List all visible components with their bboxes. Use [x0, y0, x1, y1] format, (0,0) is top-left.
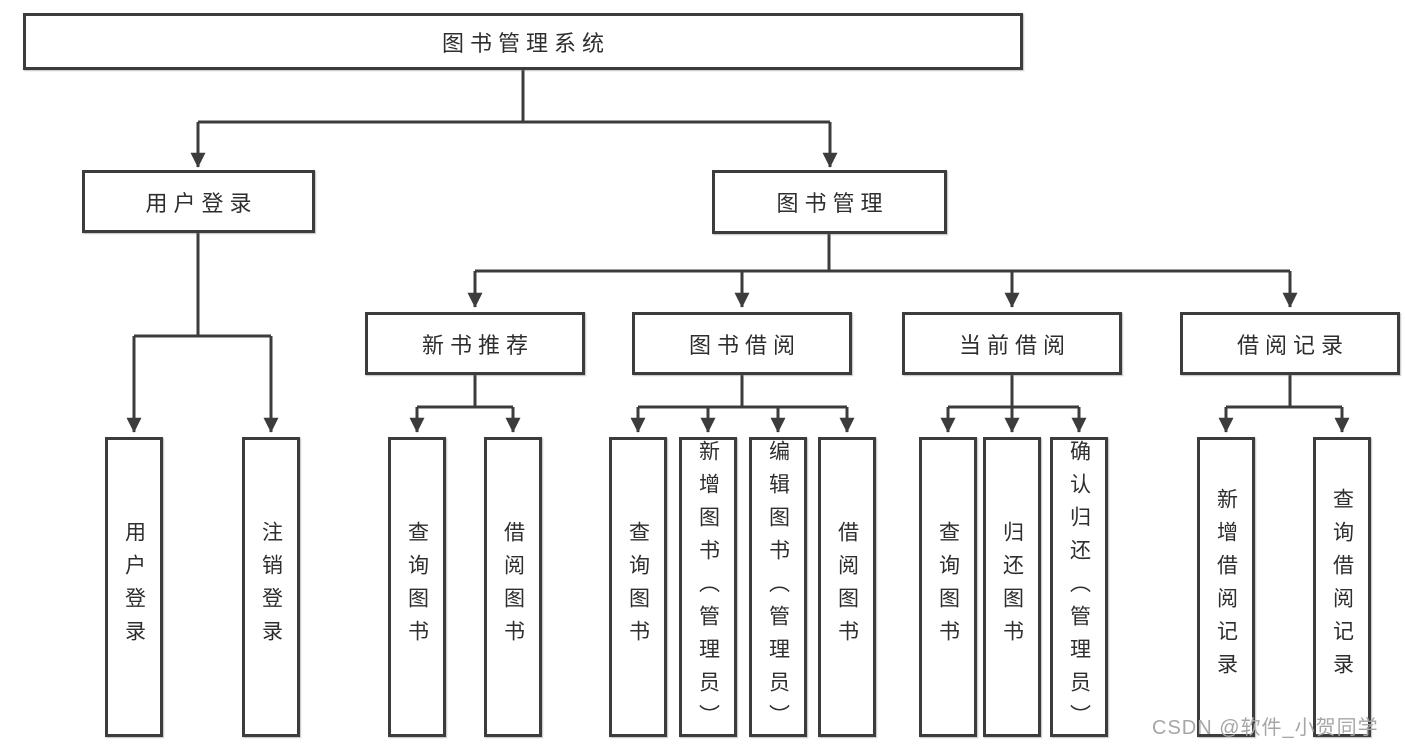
- node-label: 用户登录: [145, 190, 258, 216]
- node-current-borrow: 当前借阅: [902, 312, 1122, 375]
- node-label: 图书管理系统: [441, 30, 610, 56]
- node-label: 查询图书: [405, 521, 429, 653]
- connector-borrow-records: [1218, 375, 1350, 433]
- node-label: 借阅图书: [835, 521, 859, 653]
- node-confirm-return-admin: 确认归还（管理员）: [1050, 437, 1108, 737]
- node-label: 用户登录: [122, 521, 146, 653]
- node-query-book-current: 查询图书: [919, 437, 977, 737]
- node-label: 新增借阅记录: [1214, 488, 1238, 686]
- node-label: 编辑图书（管理员）: [766, 440, 790, 737]
- node-query-borrow-record: 查询借阅记录: [1313, 437, 1371, 737]
- node-borrow-records: 借阅记录: [1180, 312, 1400, 375]
- node-label: 确认归还（管理员）: [1067, 440, 1091, 737]
- node-label: 注销登录: [259, 521, 283, 653]
- node-label: 当前借阅: [958, 332, 1071, 358]
- connector-book-management: [467, 234, 1298, 308]
- node-borrow-book-recommend: 借阅图书: [484, 437, 542, 737]
- node-user-login: 用户登录: [82, 170, 315, 233]
- node-label: 查询借阅记录: [1330, 488, 1354, 686]
- node-user-login-leaf: 用户登录: [105, 437, 163, 737]
- node-label: 查询图书: [936, 521, 960, 653]
- node-book-borrow: 图书借阅: [632, 312, 852, 375]
- connector-current-borrow: [940, 375, 1087, 433]
- connector-user-login: [126, 233, 279, 433]
- node-return-book: 归还图书: [983, 437, 1041, 737]
- node-label: 借阅记录: [1236, 332, 1349, 358]
- node-logout: 注销登录: [242, 437, 300, 737]
- node-label: 图书借阅: [688, 332, 801, 358]
- watermark: CSDN @软件_小贺同学: [1152, 717, 1379, 739]
- node-root: 图书管理系统: [23, 13, 1023, 70]
- node-label: 借阅图书: [501, 521, 525, 653]
- node-query-book-recommend: 查询图书: [388, 437, 446, 737]
- connector-root: [190, 70, 838, 168]
- node-label: 图书管理: [776, 191, 889, 216]
- node-label: 查询图书: [626, 521, 650, 653]
- node-edit-book-admin: 编辑图书（管理员）: [749, 437, 807, 737]
- node-borrow-book-leaf: 借阅图书: [818, 437, 876, 737]
- node-label: 新增图书（管理员）: [696, 440, 720, 737]
- node-query-book-borrow: 查询图书: [609, 437, 667, 737]
- node-label: 新书推荐: [421, 332, 534, 358]
- connector-new-book-recommend: [409, 375, 521, 433]
- node-add-book-admin: 新增图书（管理员）: [679, 437, 737, 737]
- node-label: 归还图书: [1000, 521, 1024, 653]
- node-new-book-recommend: 新书推荐: [365, 312, 585, 375]
- node-add-borrow-record: 新增借阅记录: [1197, 437, 1255, 737]
- connector-book-borrow: [630, 375, 855, 433]
- node-book-management: 图书管理: [712, 170, 947, 234]
